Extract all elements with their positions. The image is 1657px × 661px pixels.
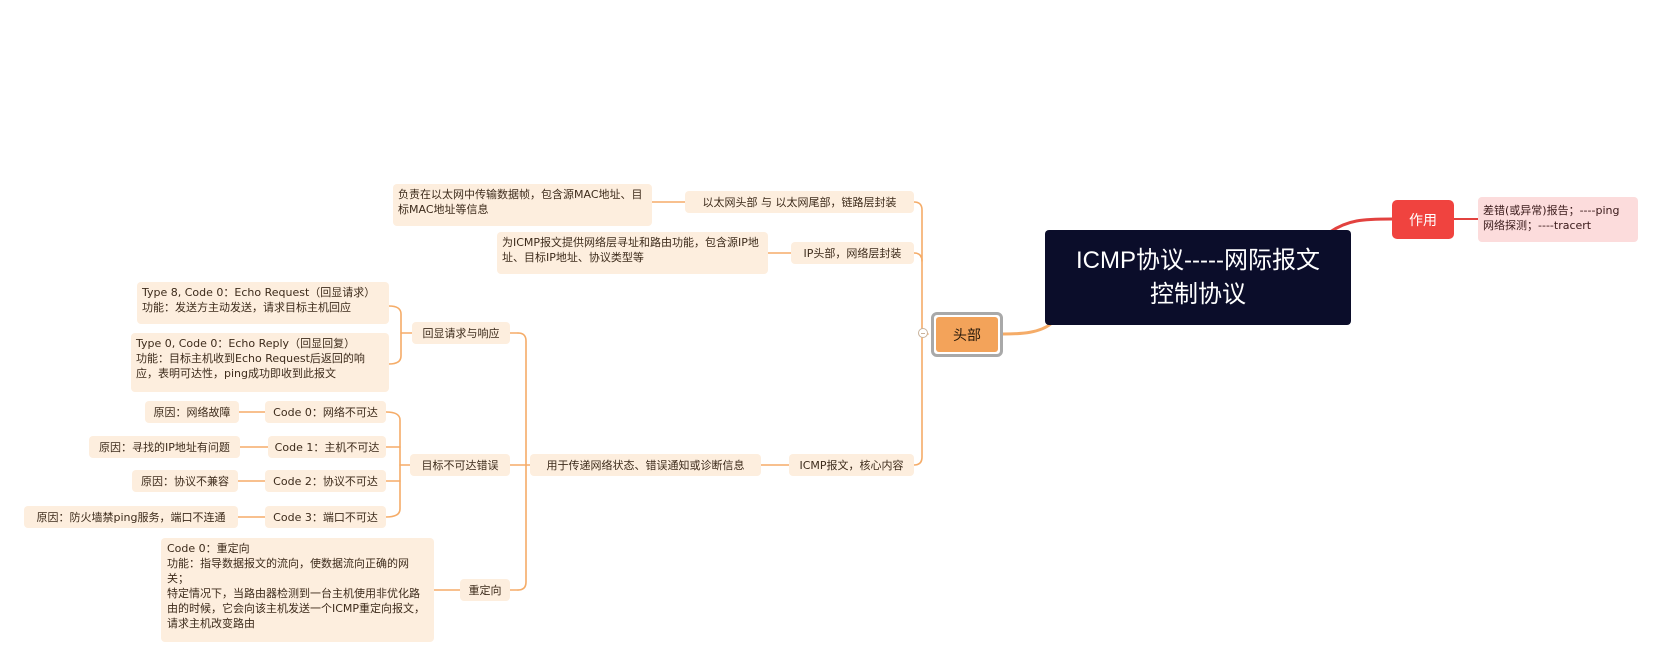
echo-reply-node[interactable]: Type 0, Code 0：Echo Reply（回显回复） 功能：目标主机收…: [131, 333, 389, 392]
redirect-node[interactable]: 重定向: [460, 579, 510, 601]
echo-node[interactable]: 回显请求与响应: [412, 322, 510, 344]
unreachable-code-3-node[interactable]: Code 3：端口不可达: [265, 506, 386, 528]
unreachable-reason-0-node[interactable]: 原因：网络故障: [145, 401, 239, 423]
head-branch-label: 头部: [936, 317, 998, 352]
unreachable-reason-1-node[interactable]: 原因：寻找的IP地址有问题: [89, 436, 240, 458]
unreachable-reason-2-node[interactable]: 原因：协议不兼容: [132, 470, 238, 492]
icmp-purpose-node[interactable]: 用于传递网络状态、错误通知或诊断信息: [530, 454, 761, 476]
ethernet-node[interactable]: 以太网头部 与 以太网尾部，链路层封装: [685, 191, 914, 213]
ip-node[interactable]: IP头部，网络层封装: [791, 242, 914, 264]
echo-request-node[interactable]: Type 8, Code 0：Echo Request（回显请求） 功能：发送方…: [137, 282, 389, 324]
unreachable-code-0-node[interactable]: Code 0：网络不可达: [265, 401, 386, 423]
role-detail-node[interactable]: 差错(或异常)报告；----ping 网络探测；----tracert: [1478, 197, 1638, 242]
role-branch-label: 作用: [1409, 212, 1437, 229]
role-branch-node[interactable]: 作用: [1392, 200, 1454, 239]
icmp-message-node[interactable]: ICMP报文，核心内容: [789, 454, 914, 476]
unreachable-code-2-node[interactable]: Code 2：协议不可达: [265, 470, 386, 492]
root-title: ICMP协议-----网际报文控制协议: [1076, 246, 1320, 308]
redirect-detail-node[interactable]: Code 0：重定向 功能：指导数据报文的流向，使数据流向正确的网关； 特定情况…: [161, 538, 434, 642]
unreachable-code-1-node[interactable]: Code 1：主机不可达: [268, 436, 386, 458]
ethernet-detail-node[interactable]: 负责在以太网中传输数据帧，包含源MAC地址、目标MAC地址等信息: [393, 184, 652, 226]
head-branch-node[interactable]: 头部: [931, 312, 1003, 357]
collapse-toggle-icon[interactable]: [918, 328, 928, 338]
root-topic[interactable]: ICMP协议-----网际报文控制协议: [1045, 230, 1351, 325]
ip-detail-node[interactable]: 为ICMP报文提供网络层寻址和路由功能，包含源IP地址、目标IP地址、协议类型等: [497, 232, 768, 274]
unreachable-reason-3-node[interactable]: 原因：防火墙禁ping服务，端口不连通: [24, 506, 238, 528]
unreachable-node[interactable]: 目标不可达错误: [410, 454, 510, 476]
